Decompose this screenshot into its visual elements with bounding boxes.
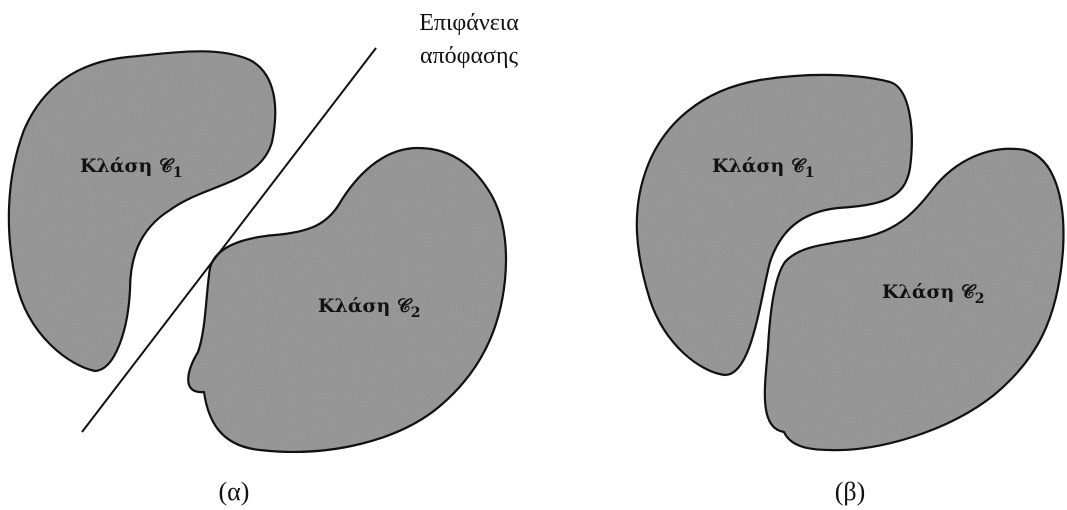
- panel-b-caption: (β): [835, 477, 866, 506]
- decision-surface-label-line1: Επιφάνεια: [419, 10, 519, 36]
- panel-a-caption: (α): [219, 477, 250, 506]
- decision-surface-label-line2: απόφασης: [420, 43, 519, 69]
- panel-a: Κλάση 𝒞1 Κλάση 𝒞2 Επιφάνεια απόφασης (α): [9, 10, 519, 506]
- panel-b: Κλάση 𝒞1 Κλάση 𝒞2 (β): [637, 75, 1064, 506]
